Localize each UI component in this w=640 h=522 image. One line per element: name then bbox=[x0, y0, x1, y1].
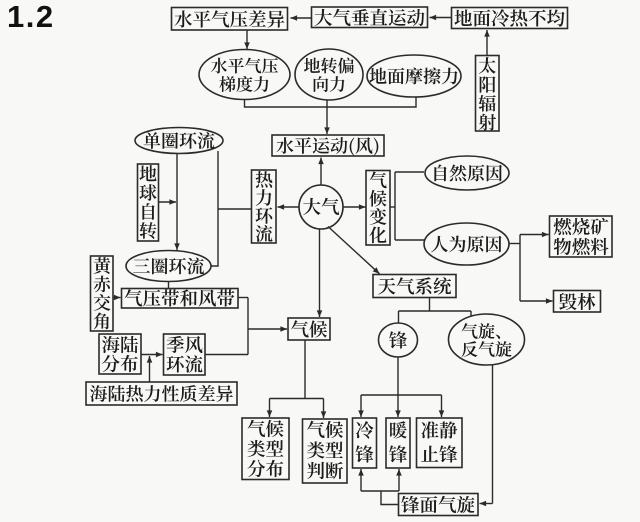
svg-text:1.2: 1.2 bbox=[7, 0, 55, 34]
